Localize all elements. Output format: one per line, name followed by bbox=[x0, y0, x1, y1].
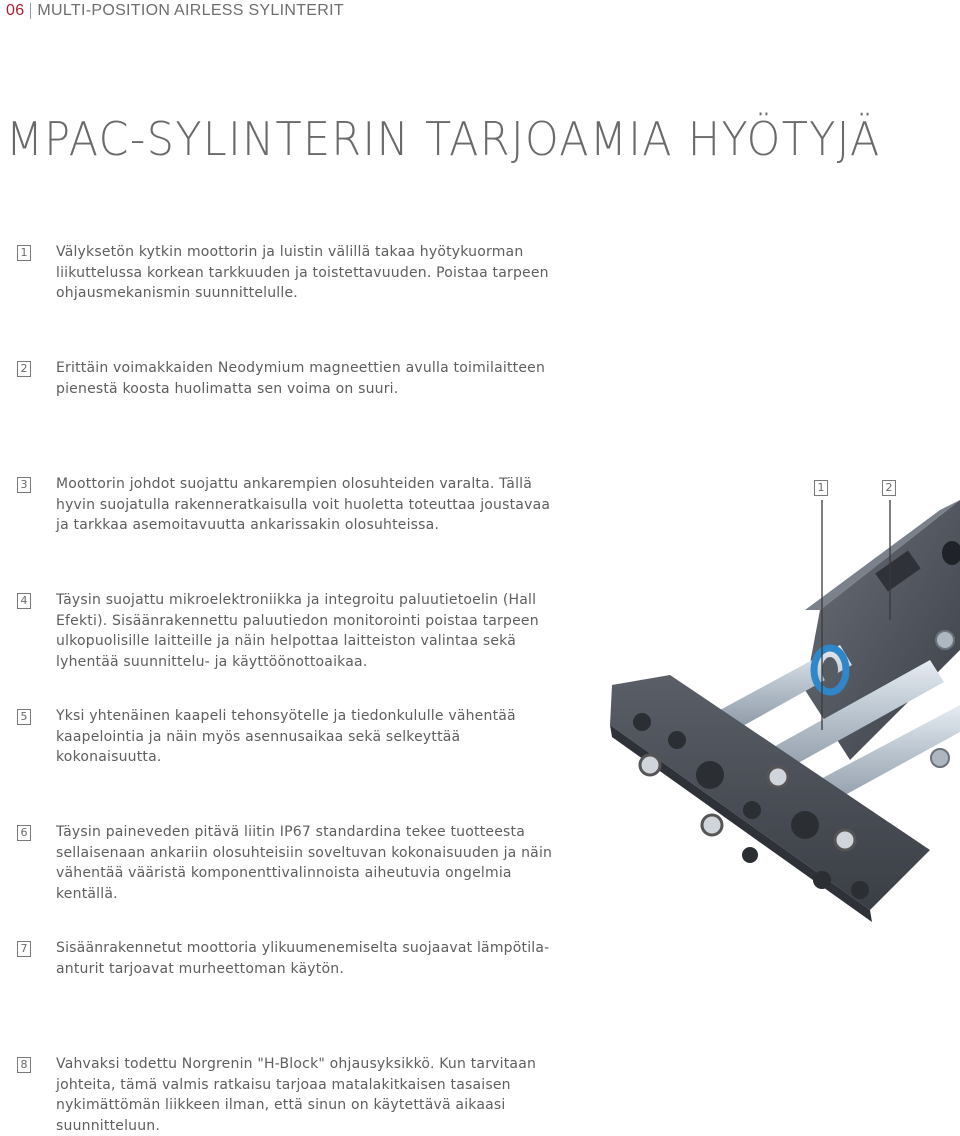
seal-bore bbox=[822, 657, 838, 683]
guide-rod-lower bbox=[800, 705, 960, 812]
benefit-item-8: 8 Vahvaksi todettu Norgrenin "H-Block" o… bbox=[17, 1054, 557, 1136]
benefit-item-3: 3 Moottorin johdot suojattu ankarempien … bbox=[17, 474, 557, 536]
benefit-text: Yksi yhtenäinen kaapeli tehonsyötelle ja… bbox=[56, 708, 516, 765]
guide-rod-upper bbox=[720, 645, 852, 732]
benefit-text: Täysin paineveden pitävä liitin IP67 sta… bbox=[56, 824, 553, 902]
benefit-item-7: 7 Sisäänrakennetut moottoria ylikuumenem… bbox=[17, 938, 557, 979]
benefit-item-1: 1 Välyksetön kytkin moottorin ja luistin… bbox=[17, 242, 557, 304]
front-plate bbox=[610, 675, 930, 910]
page-number: 06 bbox=[6, 2, 25, 19]
section-title: MULTI-POSITION AIRLESS SYLINTERIT bbox=[37, 2, 344, 19]
page-title: MPAC-SYLINTERIN TARJOAMIA HYÖTYJÄ bbox=[6, 112, 881, 166]
blue-seal bbox=[810, 644, 850, 696]
benefit-text: Täysin suojattu mikroelektroniikka ja in… bbox=[56, 592, 539, 670]
page-header: 06 MULTI-POSITION AIRLESS SYLINTERIT bbox=[6, 0, 344, 22]
benefit-number: 2 bbox=[17, 361, 31, 377]
benefit-item-4: 4 Täysin suojattu mikroelektroniikka ja … bbox=[17, 590, 557, 672]
benefit-text: Moottorin johdot suojattu ankarempien ol… bbox=[56, 476, 551, 533]
benefit-number: 6 bbox=[17, 825, 31, 841]
benefit-text: Sisäänrakennetut moottoria ylikuumenemis… bbox=[56, 940, 550, 977]
callout-1: 1 bbox=[814, 480, 828, 496]
benefit-number: 3 bbox=[17, 477, 31, 493]
body-slot bbox=[875, 550, 921, 592]
cylinder-illustration: 1 2 bbox=[600, 460, 960, 930]
plate-holes bbox=[633, 713, 869, 899]
actuator-body-top bbox=[805, 500, 960, 610]
actuator-body bbox=[805, 500, 960, 760]
body-bore bbox=[942, 541, 960, 565]
callout-2: 2 bbox=[882, 480, 896, 496]
header-divider bbox=[30, 3, 32, 19]
side-bolt bbox=[930, 748, 950, 768]
benefit-number: 4 bbox=[17, 593, 31, 609]
benefit-number: 5 bbox=[17, 709, 31, 725]
benefit-item-2: 2 Erittäin voimakkaiden Neodymium magnee… bbox=[17, 358, 557, 399]
benefit-text: Erittäin voimakkaiden Neodymium magneett… bbox=[56, 360, 546, 397]
benefit-number: 7 bbox=[17, 941, 31, 957]
side-bolt bbox=[935, 630, 955, 650]
benefit-item-5: 5 Yksi yhtenäinen kaapeli tehonsyötelle … bbox=[17, 706, 557, 768]
benefit-item-6: 6 Täysin paineveden pitävä liitin IP67 s… bbox=[17, 822, 557, 904]
benefit-number: 8 bbox=[17, 1057, 31, 1073]
front-plate-edge bbox=[610, 725, 872, 922]
guide-rod-middle bbox=[750, 660, 944, 782]
benefit-text: Vahvaksi todettu Norgrenin "H-Block" ohj… bbox=[56, 1056, 537, 1134]
benefit-text: Välyksetön kytkin moottorin ja luistin v… bbox=[56, 244, 549, 301]
cylinder-drawing bbox=[610, 500, 960, 922]
benefit-number: 1 bbox=[17, 245, 31, 261]
